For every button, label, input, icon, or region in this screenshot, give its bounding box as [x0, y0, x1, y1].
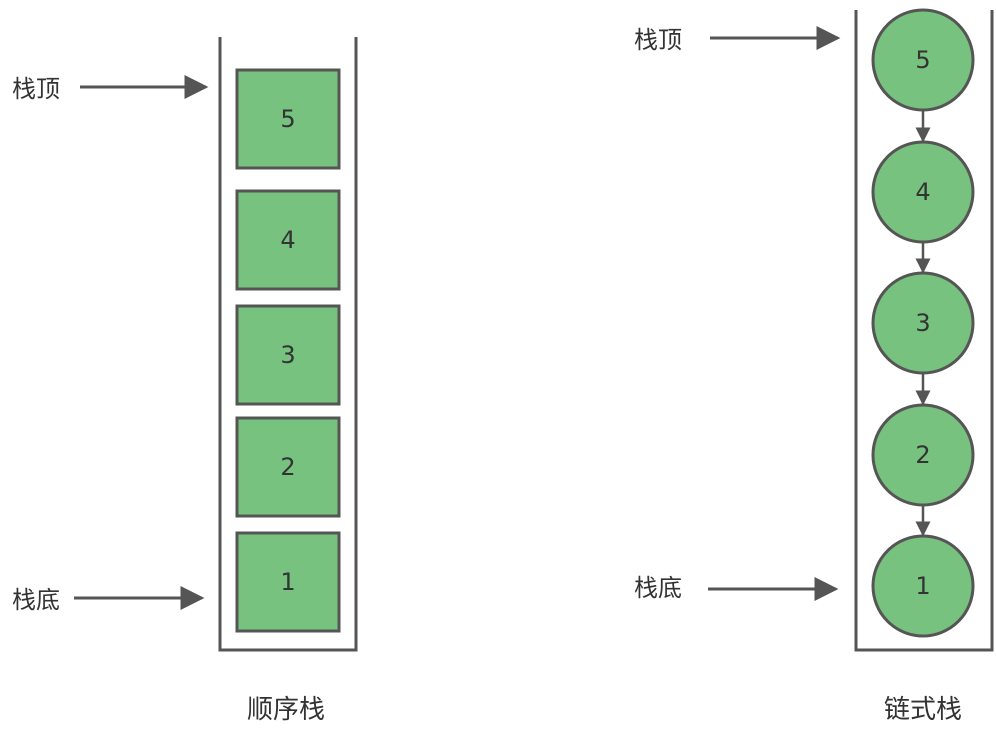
linked-node-value: 2 — [915, 441, 930, 469]
linked-top-label: 栈顶 — [634, 26, 682, 54]
linked-bottom-label: 栈底 — [634, 574, 682, 602]
sequential-cell-2: 3 — [235, 304, 341, 406]
sequential-bottom-label: 栈底 — [12, 586, 60, 614]
sequential-stack-container — [218, 37, 358, 652]
sequential-cell-value: 2 — [280, 453, 295, 481]
sequential-cell-0: 5 — [235, 68, 341, 170]
linked-node-3: 2 — [871, 403, 975, 507]
sequential-cell-value: 3 — [280, 341, 295, 369]
linked-stack-container — [854, 10, 994, 652]
linked-node-4: 1 — [871, 534, 975, 638]
linked-node-2: 3 — [871, 271, 975, 375]
sequential-cell-value: 4 — [280, 226, 295, 254]
linked-node-value: 3 — [915, 309, 930, 337]
linked-node-value: 4 — [915, 178, 930, 206]
sequential-cell-value: 5 — [280, 105, 295, 133]
linked-node-1: 4 — [871, 140, 975, 244]
sequential-cell-4: 1 — [235, 531, 341, 633]
sequential-stack-caption: 顺序栈 — [247, 695, 325, 725]
sequential-cell-1: 4 — [235, 189, 341, 291]
linked-stack-caption: 链式栈 — [884, 695, 962, 725]
linked-node-0: 5 — [871, 8, 975, 112]
sequential-stack: 5 4 3 2 1 栈顶 栈底 顺序栈 — [12, 37, 358, 725]
sequential-cell-value: 1 — [280, 568, 295, 596]
sequential-cell-3: 2 — [235, 416, 341, 518]
linked-stack: 5 4 3 2 1 栈顶 栈底 链式栈 — [634, 8, 994, 725]
sequential-top-label: 栈顶 — [12, 75, 60, 103]
linked-node-value: 5 — [915, 46, 930, 74]
linked-node-value: 1 — [915, 572, 930, 600]
